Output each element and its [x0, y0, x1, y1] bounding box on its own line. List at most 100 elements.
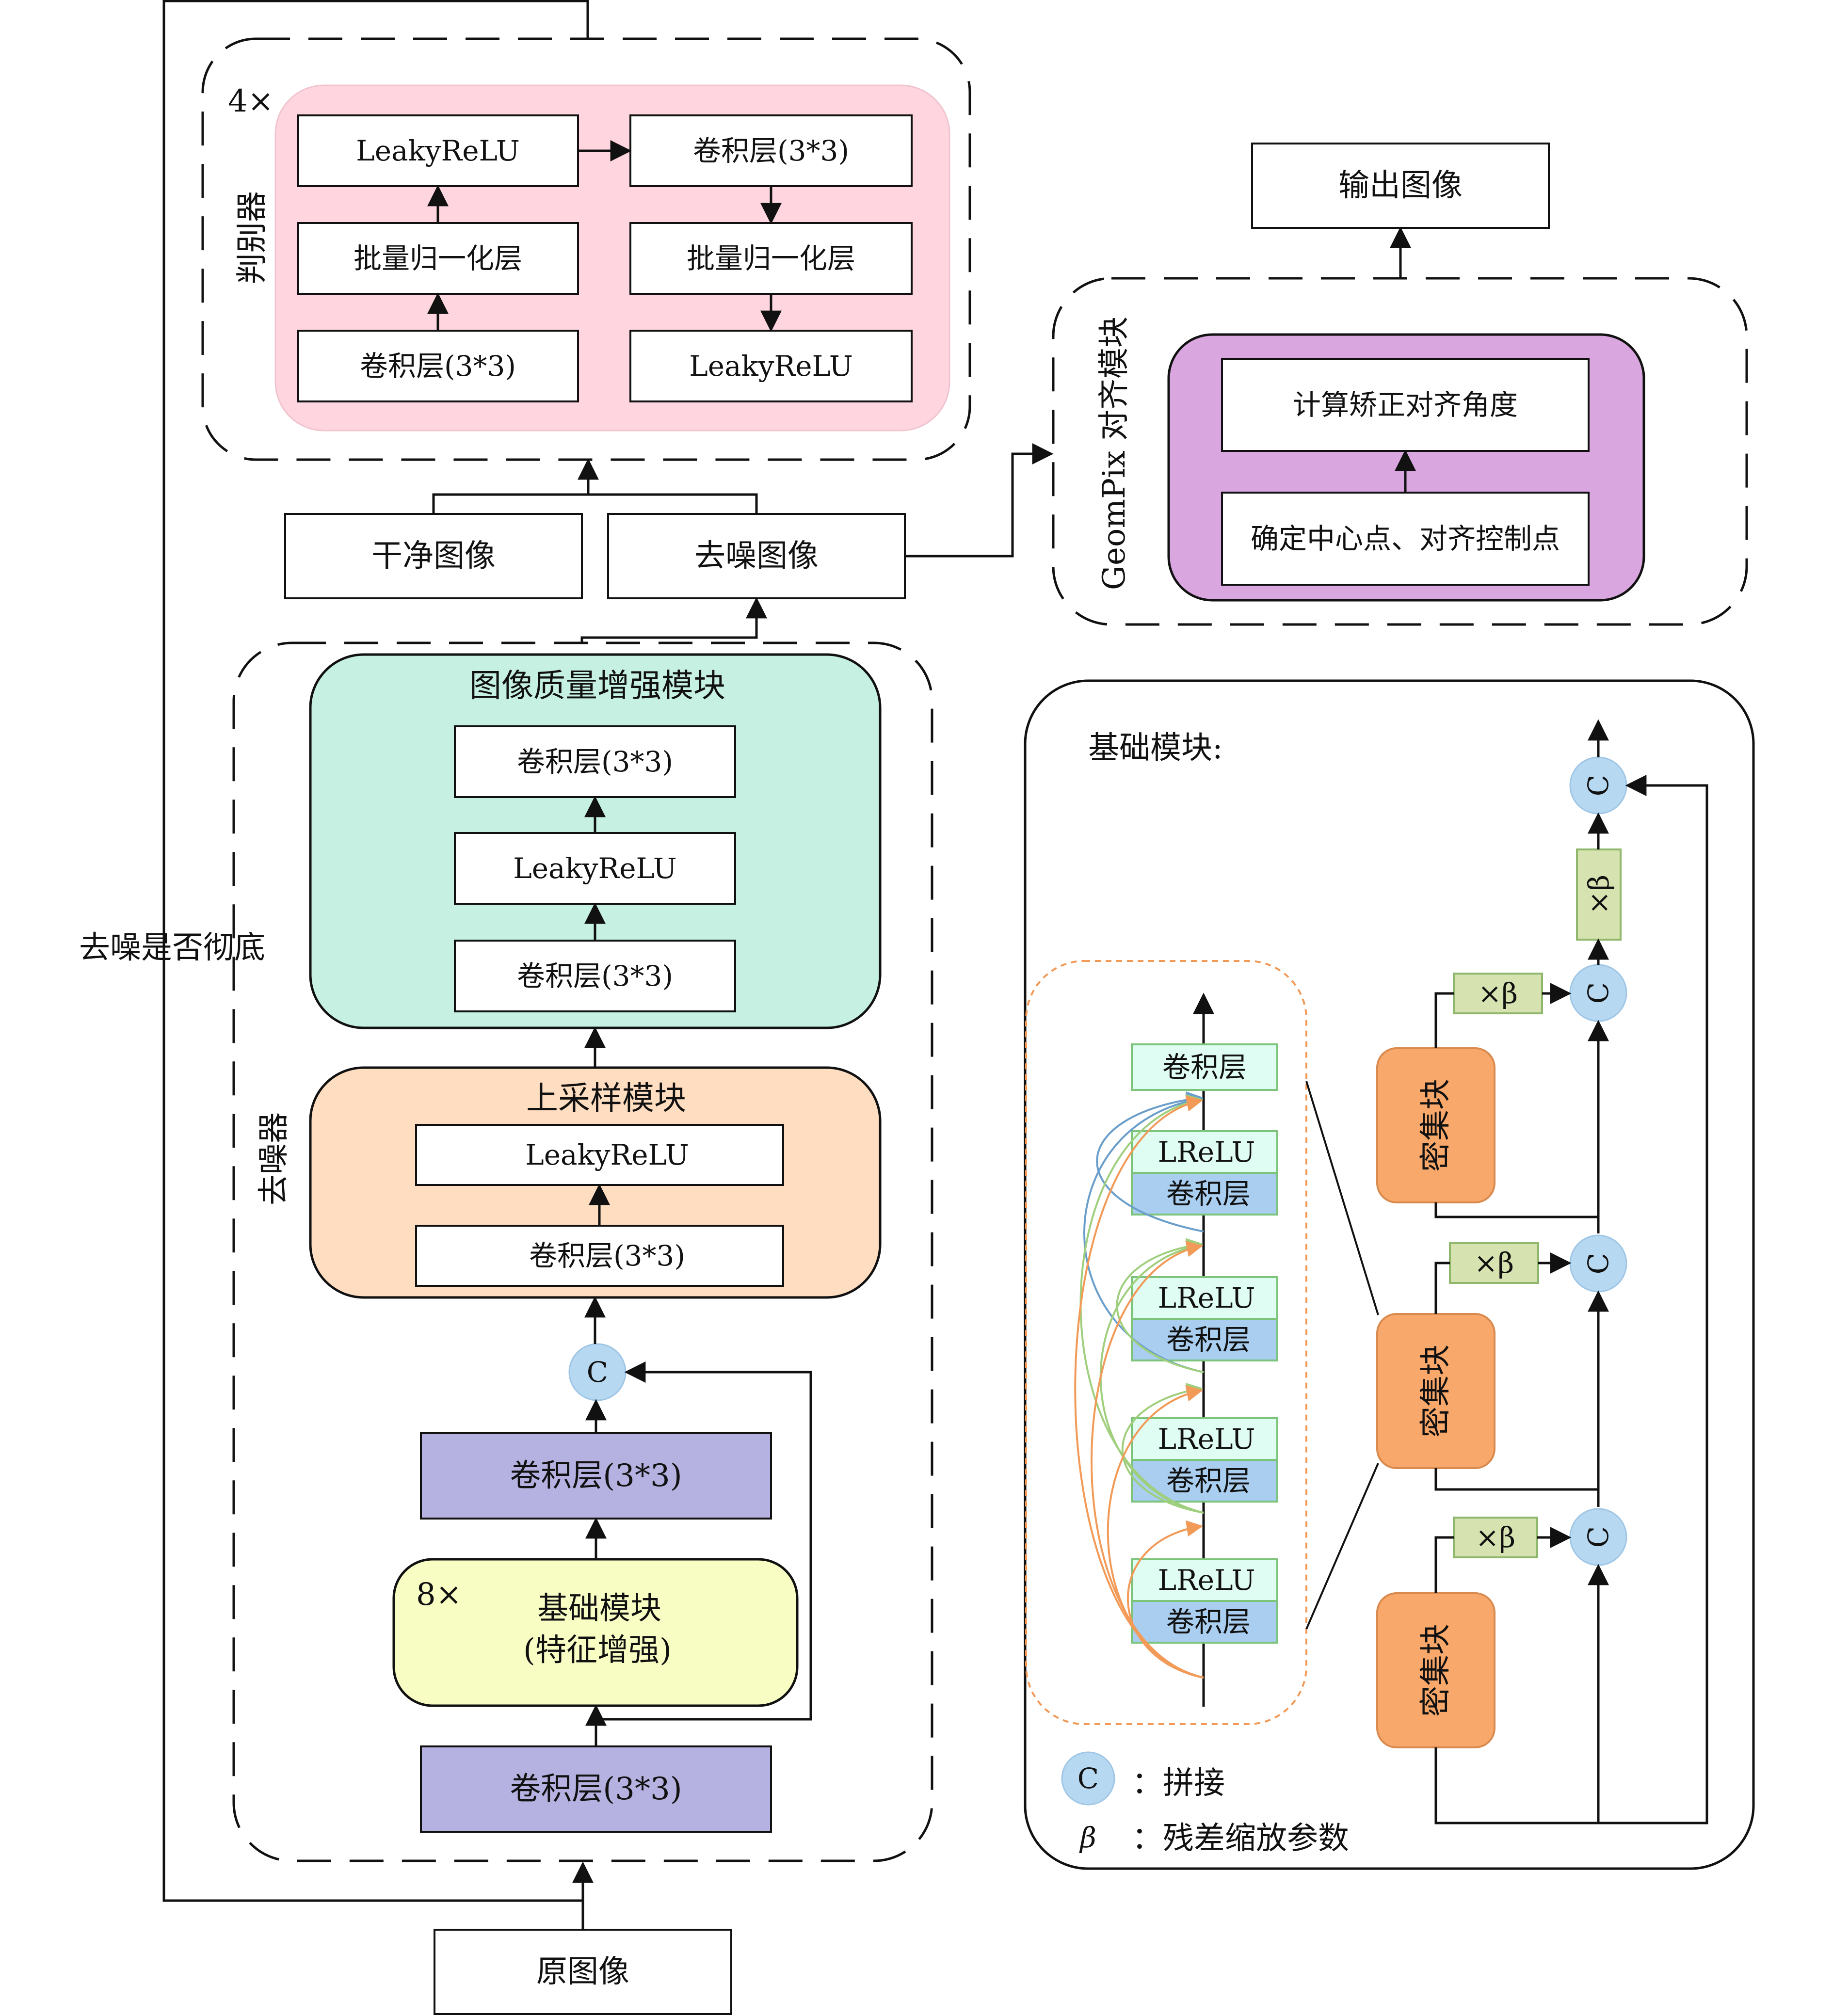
- geompix-step-top-label: 计算矫正对齐角度: [1293, 388, 1518, 421]
- original-image-label: 原图像: [536, 1954, 629, 1990]
- conv-after-basic: [420, 1432, 772, 1520]
- dense-curve-blue-1: [1096, 1091, 1204, 1232]
- image-boxes: 干净图像 去噪图像 原图像: [284, 513, 906, 2015]
- output-image-box: [1251, 143, 1550, 229]
- dense-inner-conv-1-label: 卷积层: [1166, 1177, 1251, 1210]
- legend-beta-symbol: β: [1079, 1821, 1096, 1854]
- discriminator-repeat: 4×: [228, 83, 273, 119]
- upsample-leaky-label: LeakyReLU: [525, 1138, 689, 1171]
- dense-inner-conv-2-label: 卷积层: [1166, 1323, 1251, 1356]
- denoiser-label: 去噪器: [256, 1112, 292, 1205]
- quality-conv-top-label: 卷积层(3*3): [517, 745, 673, 778]
- dense-inner-act-1-label: LReLU: [1158, 1136, 1255, 1168]
- disc-conv-top: [629, 114, 913, 187]
- geompix-label: GeomPix 对齐模块: [1096, 317, 1132, 590]
- dense-curve-orange-4: [1127, 1520, 1204, 1679]
- dense-inner-unit: LReLU 卷积层: [1131, 1276, 1278, 1361]
- output-image-label: 输出图像: [1338, 168, 1463, 204]
- clean-image-label: 干净图像: [371, 538, 496, 574]
- scale-box-4-label: ×β: [1582, 875, 1615, 914]
- main-connectors: [162, 0, 1054, 1930]
- dense-block-mid-label: 密集块: [1418, 1344, 1454, 1438]
- basic-detail-title: 基础模块:: [1088, 730, 1223, 766]
- basic-detail-connectors: [1434, 719, 1708, 1824]
- basic-module-repeat: 8×: [416, 1577, 462, 1613]
- conv-after-basic-label: 卷积层(3*3): [510, 1458, 682, 1494]
- detail-concat-4-label: C: [1582, 775, 1615, 796]
- conv-first: [420, 1745, 772, 1833]
- basic-module-line2: (特征增强): [523, 1632, 672, 1668]
- quality-conv-bottom: [454, 940, 736, 1012]
- dense-inner-unit: LReLU 卷积层: [1131, 1130, 1278, 1216]
- dense-inner-top-conv: [1131, 1043, 1278, 1091]
- legend-beta-text: ：残差缩放参数: [1132, 1821, 1349, 1856]
- detail-concat-1-label: C: [1582, 1526, 1615, 1548]
- dense-inner-act-3-label: LReLU: [1158, 1423, 1255, 1456]
- dense-block-bottom-label: 密集块: [1418, 1624, 1454, 1717]
- scale-box-1: [1453, 1517, 1538, 1558]
- geompix-group: GeomPix 对齐模块 计算矫正对齐角度 确定中心点、对齐控制点: [1052, 277, 1748, 626]
- scale-box-1-label: ×β: [1476, 1521, 1515, 1554]
- discriminator-label: 判别器: [234, 191, 270, 284]
- conv-first-label: 卷积层(3*3): [510, 1771, 682, 1807]
- geompix-step-bottom: [1221, 492, 1590, 586]
- disc-conv-bottom: [297, 330, 579, 402]
- dense-connection-curves: [1074, 1091, 1204, 1679]
- dense-inner-act-4-label: LReLU: [1158, 1564, 1255, 1597]
- dense-inner-conv-3-label: 卷积层: [1166, 1464, 1251, 1497]
- upsample-module-title: 上采样模块: [526, 1080, 686, 1117]
- disc-leaky-top: [297, 114, 579, 187]
- quality-conv-bottom-label: 卷积层(3*3): [517, 960, 673, 992]
- dense-inner-unit: LReLU 卷积层: [1131, 1558, 1278, 1644]
- quality-module-title: 图像质量增强模块: [469, 667, 725, 704]
- denoiser-dashed-frame: [232, 641, 933, 1862]
- dense-block-top-label: 密集块: [1418, 1079, 1454, 1172]
- upsample-leaky: [415, 1124, 784, 1186]
- legend-concat-icon: [1061, 1751, 1115, 1806]
- detail-concat-2-label: C: [1582, 1253, 1615, 1274]
- disc-bn-right-label: 批量归一化层: [687, 242, 855, 275]
- zoom-line-top: [1305, 1081, 1379, 1315]
- quality-leaky-label: LeakyReLU: [513, 852, 677, 885]
- disc-conv-top-label: 卷积层(3*3): [693, 134, 849, 167]
- dense-inner-conv-3: [1131, 1459, 1278, 1503]
- dense-curve-green-4: [1121, 1383, 1204, 1514]
- scale-box-2-label: ×β: [1474, 1247, 1514, 1280]
- scale-box-3-label: ×β: [1478, 977, 1518, 1010]
- denoised-image-label: 去噪图像: [694, 538, 819, 574]
- loop-label: 去噪是否彻底: [79, 930, 265, 966]
- disc-bn-left-label: 批量归一化层: [354, 242, 522, 275]
- discriminator-group: 4× 判别器 LeakyReLU 卷积层(3*3) 批量归一化层 批量归一化层 …: [201, 37, 971, 461]
- quality-conv-top: [454, 725, 736, 798]
- detail-concat-3-label: C: [1582, 982, 1615, 1004]
- scale-box-3: [1453, 973, 1543, 1014]
- denoiser-arrows: [584, 796, 812, 1746]
- denoiser-concat-label: C: [587, 1356, 608, 1389]
- upsample-conv: [415, 1225, 784, 1287]
- dense-curve-green-1: [1116, 1238, 1204, 1373]
- dense-inner-conv-1: [1131, 1172, 1278, 1216]
- dense-inner-act-2-label: LReLU: [1158, 1281, 1255, 1314]
- dense-curve-orange-3: [1107, 1385, 1204, 1679]
- disc-bn-left: [297, 222, 579, 295]
- legend-concat-symbol: C: [1077, 1762, 1099, 1795]
- disc-conv-bottom-label: 卷积层(3*3): [360, 350, 516, 383]
- geompix-step-top: [1221, 358, 1590, 452]
- dense-inner-unit: LReLU 卷积层: [1131, 1417, 1278, 1503]
- dense-inner-conv-4-label: 卷积层: [1166, 1605, 1251, 1638]
- original-image-box: [434, 1929, 732, 2015]
- dense-inner-dashed-frame: [1025, 960, 1307, 1725]
- discriminator-arrows: [427, 140, 782, 332]
- legend-concat-text: ：拼接: [1132, 1765, 1225, 1801]
- basic-module-line1: 基础模块: [537, 1591, 661, 1627]
- disc-leaky-bottom-label: LeakyReLU: [689, 350, 853, 383]
- dense-curve-blue-2: [1083, 1093, 1204, 1373]
- basic-detail-group: 基础模块: 卷积层 LReLU 卷积层 LReLU 卷积层 LReLU 卷积层 …: [1024, 679, 1755, 1870]
- upsample-conv-label: 卷积层(3*3): [529, 1239, 685, 1272]
- disc-leaky-top-label: LeakyReLU: [356, 134, 520, 167]
- disc-leaky-bottom: [629, 330, 913, 402]
- dense-inner-top-conv-label: 卷积层: [1162, 1051, 1247, 1084]
- geompix-step-bottom-label: 确定中心点、对齐控制点: [1251, 522, 1560, 555]
